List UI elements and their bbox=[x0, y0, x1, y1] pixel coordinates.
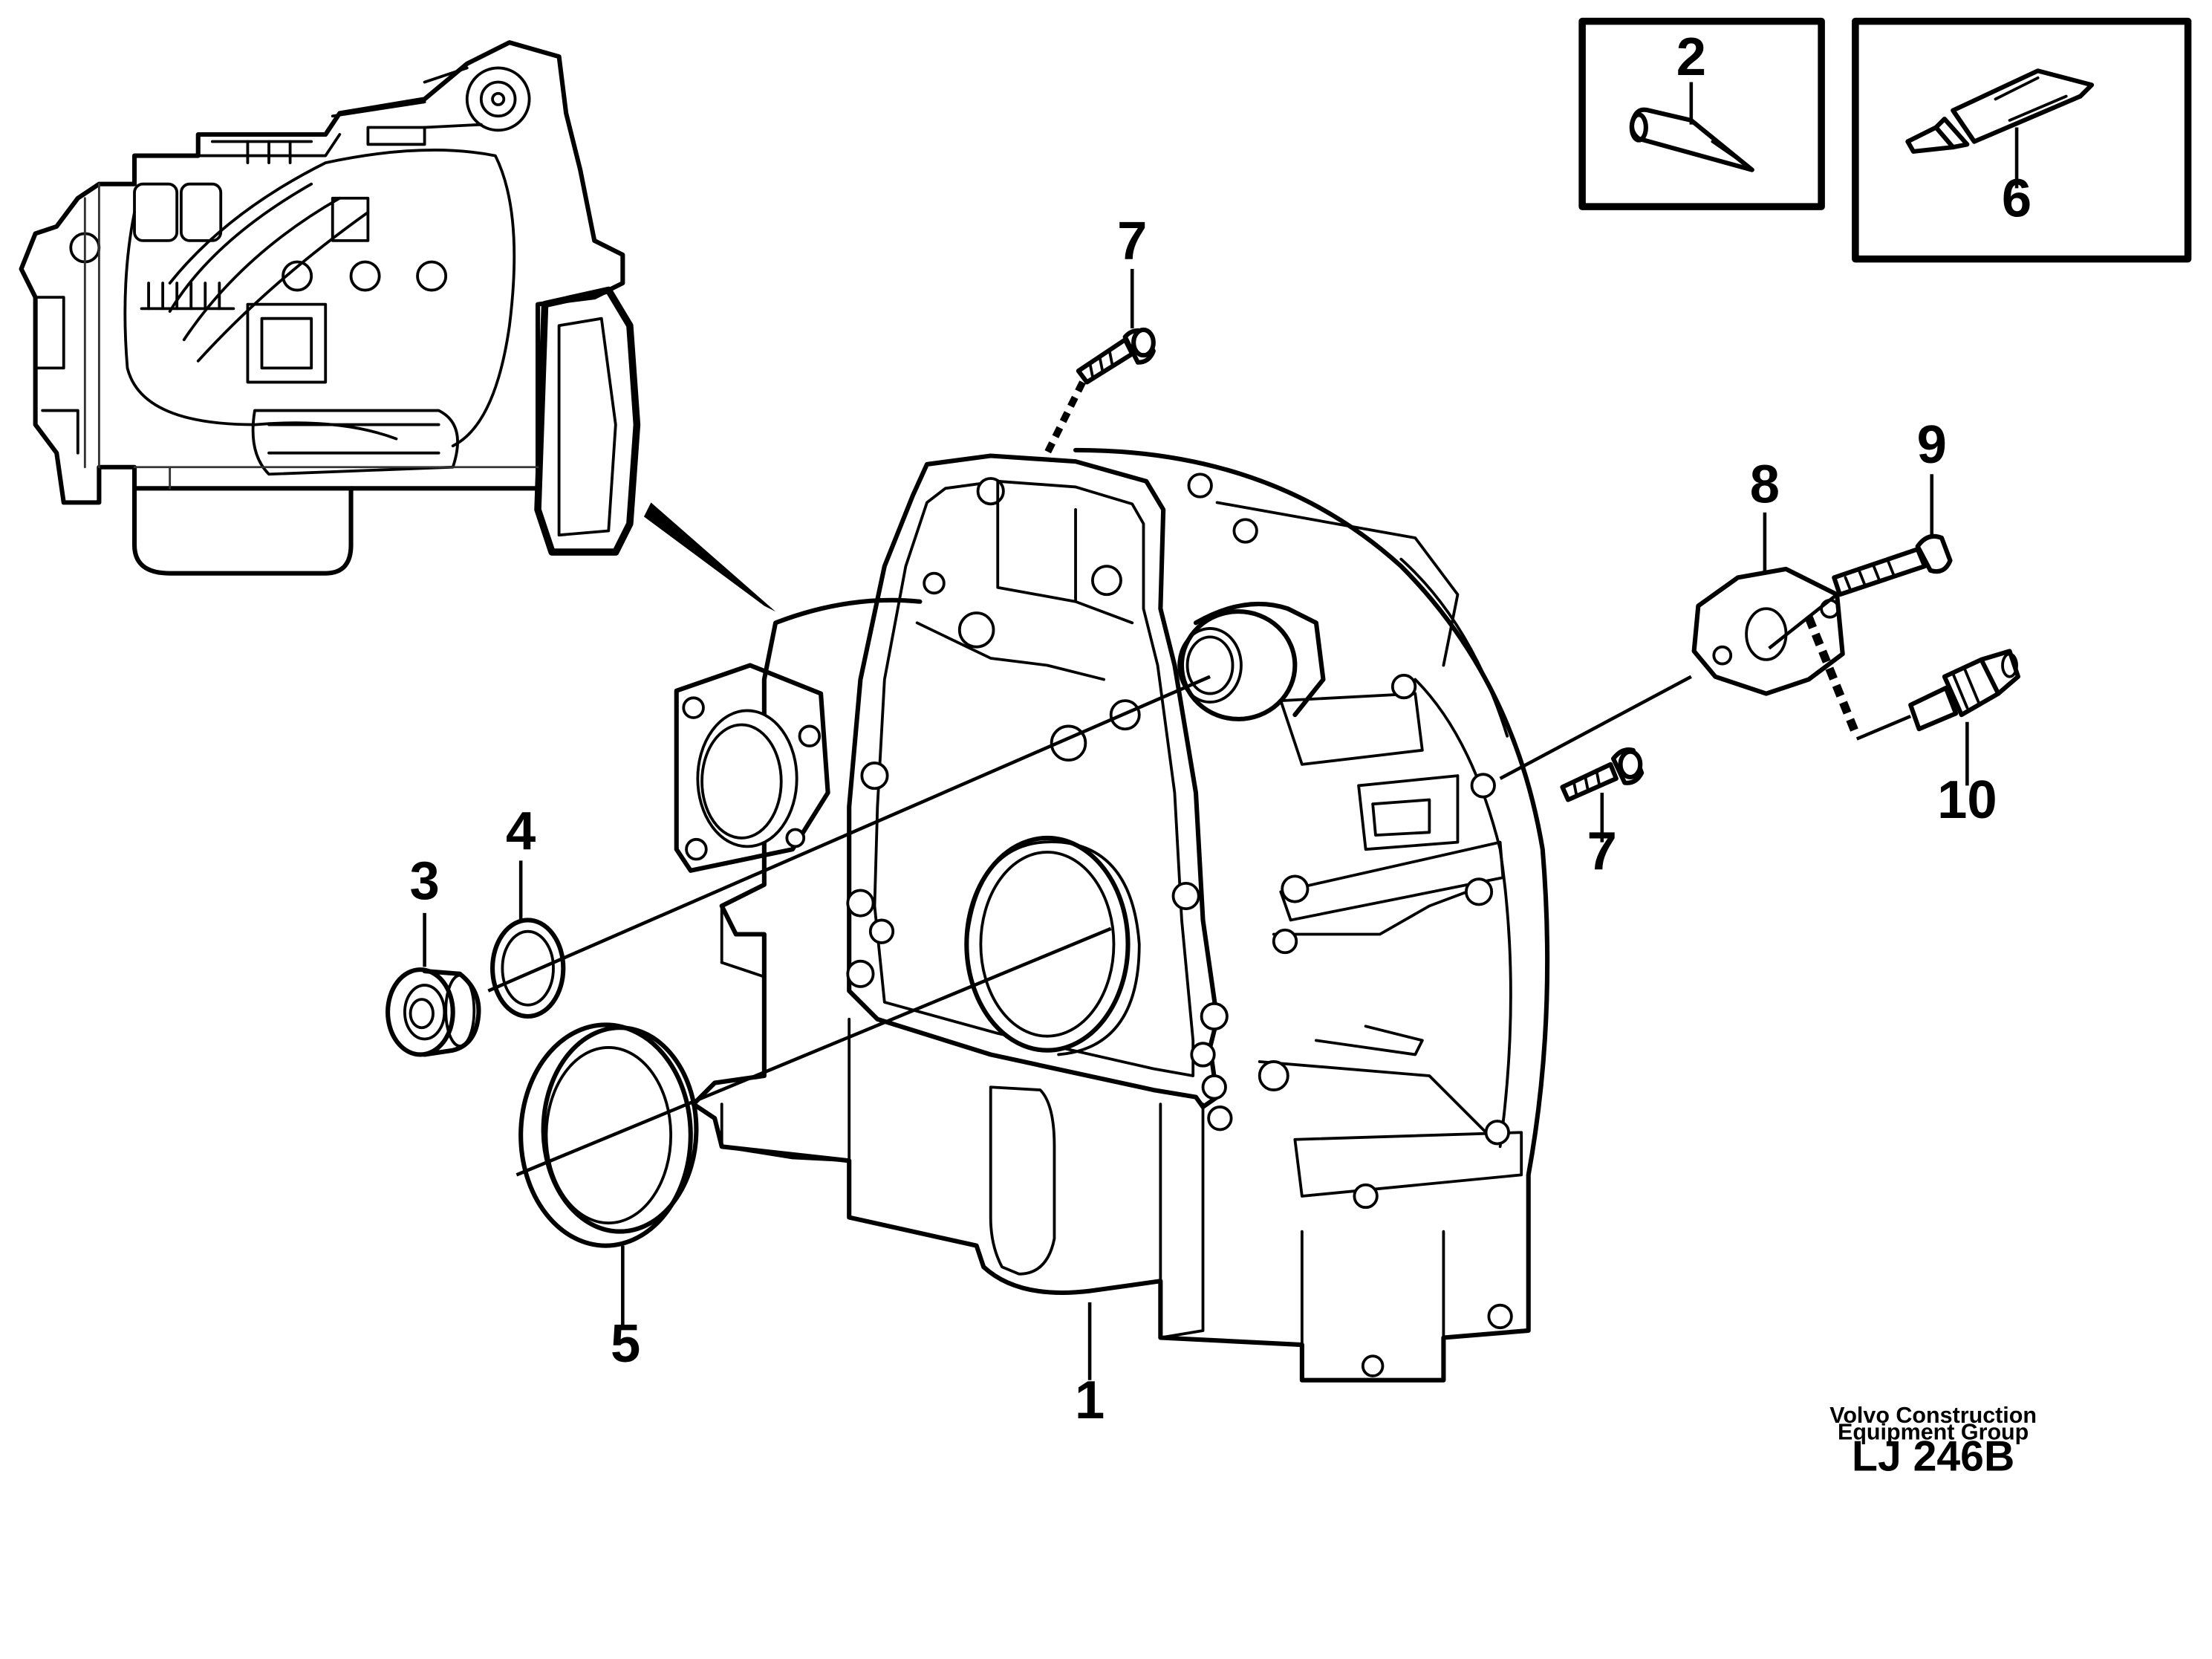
callout-7-top: 7 bbox=[1117, 211, 1147, 271]
overview-pointer bbox=[643, 502, 776, 612]
callout-4: 4 bbox=[506, 801, 536, 861]
part-5-seal bbox=[515, 926, 1112, 1328]
credit-line-2: Equipment Group bbox=[1838, 1420, 2029, 1445]
callout-5: 5 bbox=[611, 1314, 640, 1374]
part-10-sensor bbox=[1804, 615, 2021, 786]
part-2-box bbox=[1578, 17, 1825, 210]
callout-7-right: 7 bbox=[1587, 821, 1617, 881]
callout-2: 2 bbox=[1676, 27, 1706, 87]
credit-line-1: Volvo Construction bbox=[1829, 1403, 2037, 1428]
part-7-right-bolt bbox=[1499, 675, 1692, 843]
callout-3: 3 bbox=[409, 851, 439, 911]
callout-9: 9 bbox=[1917, 415, 1947, 475]
part-4-oring bbox=[487, 675, 1211, 1019]
drawing-code: LJ 246B bbox=[1852, 1433, 2014, 1481]
part-9-bolt bbox=[1768, 474, 1953, 650]
part-3-plug bbox=[386, 912, 481, 1057]
callout-8: 8 bbox=[1750, 454, 1780, 514]
callout-6: 6 bbox=[2002, 169, 2032, 229]
callout-10: 10 bbox=[1937, 770, 1997, 830]
flywheel-housing bbox=[674, 447, 1550, 1383]
callout-1: 1 bbox=[1075, 1370, 1105, 1430]
part-7-top-bolt bbox=[1044, 269, 1156, 455]
part-6-box bbox=[1852, 17, 2192, 263]
engine-overview bbox=[19, 40, 641, 576]
part-8-plate bbox=[1691, 512, 1845, 696]
